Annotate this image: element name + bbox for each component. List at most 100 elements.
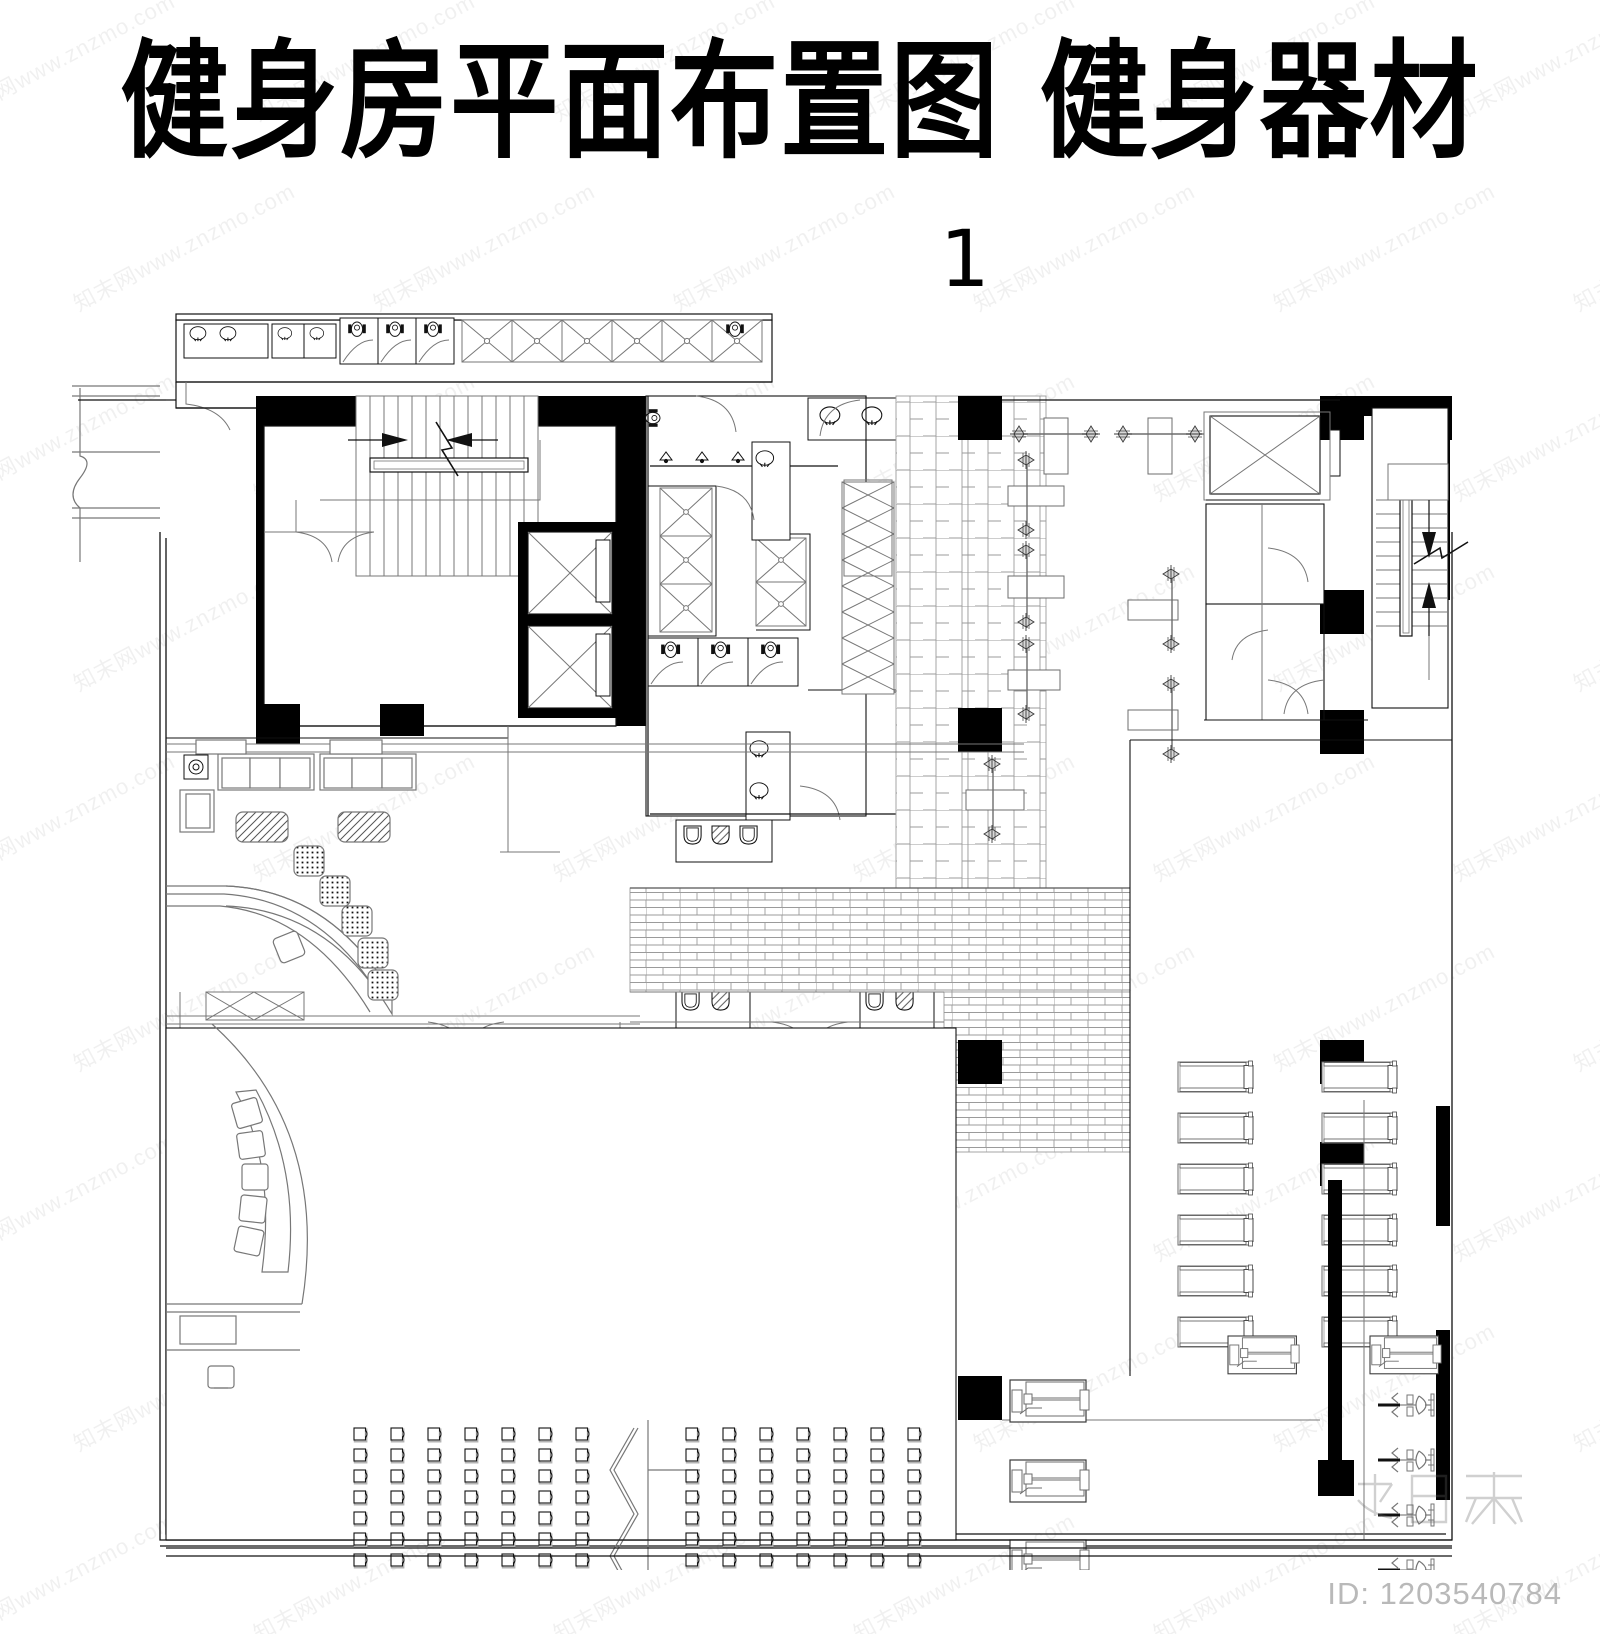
- seat-chair: [464, 1511, 479, 1527]
- coffee-table-left: [235, 811, 289, 843]
- podium-chairs: [231, 1097, 269, 1257]
- treadmill: [1177, 1264, 1254, 1298]
- brick-corridor-horizontal: [629, 887, 1131, 1153]
- seat-chair: [796, 1490, 811, 1506]
- seat-chair: [390, 1511, 405, 1527]
- spin-bike: [1376, 1391, 1436, 1419]
- spin-bike: [1376, 1446, 1436, 1474]
- zone-strength-machines: [1002, 1379, 1320, 1570]
- sink-column-center: [751, 441, 791, 541]
- stair-door-left: [264, 500, 375, 563]
- watermark-text: 知末网www.znzmo.com: [69, 178, 300, 317]
- crosshatch-partition: [841, 479, 895, 695]
- treadmill: [1177, 1213, 1254, 1247]
- seat-chair: [575, 1448, 590, 1464]
- watermark-text: 知末网www.znzmo.com: [369, 178, 600, 317]
- seat-chair: [353, 1448, 368, 1464]
- shower-head-icons: [659, 451, 745, 464]
- seat-chair: [907, 1448, 922, 1464]
- seat-chair: [538, 1427, 553, 1443]
- seat-chair: [538, 1469, 553, 1485]
- seat-chair: [685, 1469, 700, 1485]
- seat-chair: [870, 1490, 885, 1506]
- treadmill: [1177, 1162, 1254, 1196]
- sofa-right: [319, 739, 417, 791]
- seat-chair: [427, 1490, 442, 1506]
- zone-cardio-treadmills: [1129, 739, 1452, 1376]
- seat-chair: [759, 1427, 774, 1443]
- seat-chair: [464, 1490, 479, 1506]
- seat-chair: [833, 1511, 848, 1527]
- seat-chair: [685, 1490, 700, 1506]
- zone-upper-restroom: [175, 313, 773, 383]
- seat-chair: [759, 1469, 774, 1485]
- seat-chair: [796, 1448, 811, 1464]
- stair-core-right: [1371, 407, 1469, 709]
- seat-chair: [833, 1448, 848, 1464]
- seat-chair: [685, 1448, 700, 1464]
- seat-chair: [353, 1490, 368, 1506]
- barbell-rack-top-a: [1009, 417, 1101, 475]
- zone-lounge-reception: [166, 726, 1024, 1017]
- seat-chair: [759, 1490, 774, 1506]
- seat-chair: [722, 1469, 737, 1485]
- watermark-text: 知末网www.znzmo.com: [969, 178, 1200, 317]
- seat-chair: [575, 1469, 590, 1485]
- weight-bench-col-right: [1127, 564, 1180, 764]
- seat-chair: [464, 1448, 479, 1464]
- bar-stool-row: [293, 845, 399, 1001]
- spin-bike-row: [1363, 1100, 1450, 1570]
- page-title: 健身房平面布置图 健身器材: [120, 28, 1480, 177]
- weight-bench-col-left: [1007, 450, 1065, 724]
- watermark-text: 知末网www.znzmo.com: [1569, 178, 1600, 317]
- stair-direction-arrows-right: [1413, 500, 1469, 680]
- upper-right-rooms: [1203, 411, 1368, 721]
- treadmill: [1177, 1060, 1254, 1094]
- seat-chair: [833, 1469, 848, 1485]
- seat-chair: [427, 1511, 442, 1527]
- seat-chair: [353, 1469, 368, 1485]
- seat-chair: [501, 1469, 516, 1485]
- urinal-row-lower: [675, 985, 935, 1031]
- stage-podium: [166, 1023, 308, 1389]
- urinal-row-upper: [271, 323, 337, 359]
- seat-chair: [501, 1448, 516, 1464]
- seat-chair: [390, 1469, 405, 1485]
- rower-column: [1009, 1379, 1090, 1570]
- seat-chair: [907, 1469, 922, 1485]
- seat-chair: [907, 1511, 922, 1527]
- seat-chair: [464, 1469, 479, 1485]
- coffee-table-right: [337, 811, 391, 843]
- seat-chair: [538, 1490, 553, 1506]
- seat-chair: [722, 1427, 737, 1443]
- seat-chair: [870, 1448, 885, 1464]
- seat-chair: [685, 1427, 700, 1443]
- seat-chair: [353, 1427, 368, 1443]
- stair-direction-arrows-left: [320, 421, 541, 501]
- seat-chair: [870, 1469, 885, 1485]
- barbell-rack-top-b: [1113, 417, 1205, 475]
- seat-chair: [353, 1511, 368, 1527]
- seat-chair: [722, 1511, 737, 1527]
- seat-chair: [575, 1427, 590, 1443]
- sink-column-lower: [745, 731, 791, 821]
- seat-chair: [907, 1427, 922, 1443]
- seat-chair: [796, 1511, 811, 1527]
- seat-chair: [685, 1511, 700, 1527]
- zone-auditorium: [165, 1023, 957, 1570]
- seat-chair: [501, 1490, 516, 1506]
- sink-counter-upper: [183, 323, 269, 359]
- seat-chair: [722, 1448, 737, 1464]
- sheet-number: 1: [940, 215, 990, 305]
- sofa-left: [195, 739, 315, 791]
- watermark-text: 知末网www.znzmo.com: [669, 178, 900, 317]
- seat-chair: [870, 1427, 885, 1443]
- seat-chair: [427, 1448, 442, 1464]
- seat-chair: [722, 1490, 737, 1506]
- treadmill: [1321, 1060, 1398, 1094]
- break-line-symbol: [72, 385, 160, 562]
- side-table: [183, 754, 209, 780]
- seat-chair: [759, 1511, 774, 1527]
- spin-bikes: [1376, 1391, 1436, 1570]
